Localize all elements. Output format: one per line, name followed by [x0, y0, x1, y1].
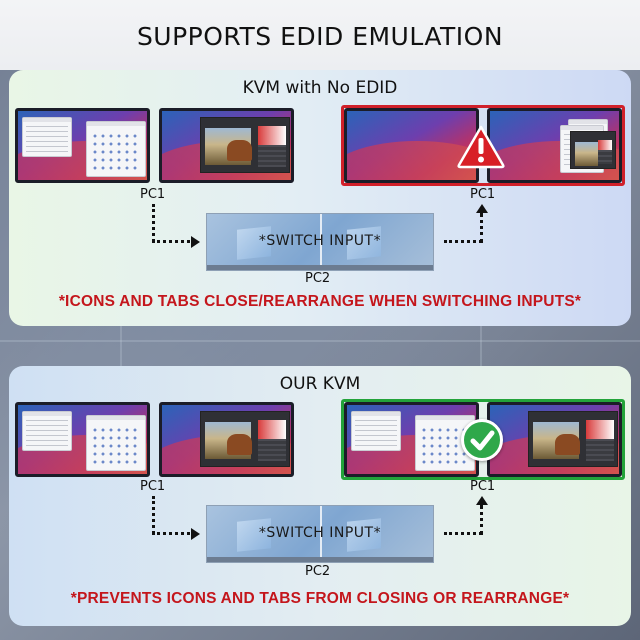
monitor-pc1-left-a: [15, 108, 150, 183]
monitor-pc1-left-b: [159, 402, 294, 477]
monitor-pc1-left-b: [159, 108, 294, 183]
label-pc1: PC1: [470, 479, 496, 494]
flow-line: [152, 496, 155, 534]
switch-input-screen: *SWITCH INPUT*: [206, 505, 434, 563]
flow-line: [444, 240, 482, 243]
background-trace: [0, 340, 640, 342]
arrow-right-icon: [191, 528, 200, 540]
page-title: SUPPORTS EDID EMULATION: [136, 22, 504, 51]
arrow-up-icon: [476, 496, 488, 505]
app-window: [86, 415, 146, 471]
flow-line: [444, 532, 482, 535]
monitor-pc1-right-b: [487, 108, 622, 183]
title-bar: [0, 0, 640, 70]
monitor-pc1-right-b: [487, 402, 622, 477]
warning-icon: [457, 125, 505, 169]
success-highlight: [341, 399, 625, 480]
photo-editor-window: [200, 117, 290, 173]
label-pc1: PC1: [470, 187, 496, 202]
photo-editor-window: [528, 411, 618, 467]
monitor-pc1-left-a: [15, 402, 150, 477]
background-trace: [480, 326, 482, 366]
panel-heading: OUR KVM: [279, 374, 361, 394]
panel-no-edid: KVM with No EDID PC1 PC1 *SWITCH IN: [9, 70, 631, 326]
app-window: [22, 117, 72, 157]
panel-our-kvm: OUR KVM PC1 PC1 *SWITCH INPUT* PC2: [9, 366, 631, 626]
background-trace: [120, 326, 122, 366]
arrow-right-icon: [191, 236, 200, 248]
app-window: [86, 121, 146, 177]
photo-editor-window: [200, 411, 290, 467]
switch-input-label: *SWITCH INPUT*: [258, 525, 382, 541]
monitor-pc1-right-a: [344, 402, 479, 477]
flow-line: [152, 240, 190, 243]
caption-benefit: *PREVENTS ICONS AND TABS FROM CLOSING OR…: [70, 590, 570, 607]
label-pc2: PC2: [305, 271, 331, 286]
app-window: [22, 411, 72, 451]
caption-warning: *ICONS AND TABS CLOSE/REARRANGE WHEN SWI…: [58, 293, 582, 310]
switch-input-screen: *SWITCH INPUT*: [206, 213, 434, 271]
flow-line: [152, 204, 155, 242]
app-window: [351, 411, 401, 451]
photo-editor-window: [570, 131, 616, 169]
arrow-up-icon: [476, 204, 488, 213]
panel-heading: KVM with No EDID: [242, 78, 398, 98]
flow-line: [152, 532, 190, 535]
monitor-pc1-right-a: [344, 108, 479, 183]
flow-line: [480, 213, 483, 243]
flow-line: [480, 505, 483, 535]
label-pc1: PC1: [140, 479, 166, 494]
label-pc1: PC1: [140, 187, 166, 202]
checkmark-icon: [461, 419, 503, 461]
switch-input-label: *SWITCH INPUT*: [258, 233, 382, 249]
error-highlight: [341, 105, 625, 186]
label-pc2: PC2: [305, 564, 331, 579]
